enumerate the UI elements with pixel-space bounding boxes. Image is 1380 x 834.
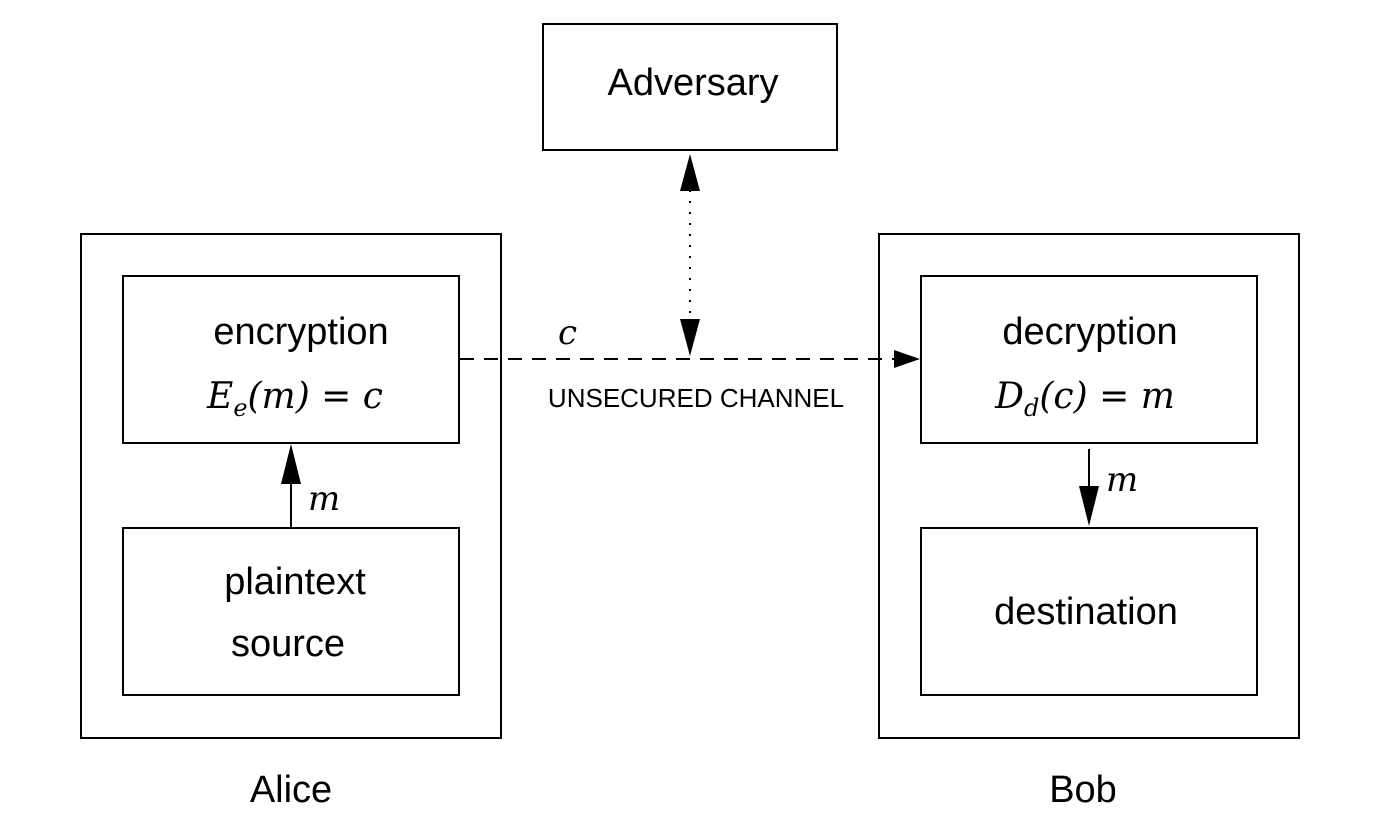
unsecured-channel: c UNSECURED CHANNEL: [460, 313, 920, 413]
bob-arrow-label: m: [1106, 460, 1138, 500]
destination-box: [920, 527, 1258, 696]
decryption-rest: (c) = m: [1039, 376, 1174, 417]
decryption-label: decryption: [1002, 311, 1177, 353]
adversary-node: Adversary: [542, 23, 838, 151]
bob-group: decryption Dd(c) = m m destination Bob: [878, 233, 1300, 811]
source-label: source: [231, 623, 345, 665]
alice-outer-box: [80, 233, 502, 739]
decryption-func: D: [994, 376, 1024, 417]
encryption-func: E: [206, 376, 233, 417]
decryption-sub: d: [1024, 394, 1039, 422]
encryption-formula: Ee(m) = c: [206, 376, 383, 422]
arrowhead-right-icon: [894, 350, 920, 368]
encryption-sub: e: [233, 394, 247, 422]
plaintext-label: plaintext: [224, 561, 366, 603]
encryption-box: [122, 275, 460, 444]
arrowhead-down-icon: [680, 319, 700, 356]
adversary-label: Adversary: [607, 62, 778, 104]
bob-label: Bob: [1049, 769, 1117, 811]
channel-symbol: c: [558, 313, 577, 353]
alice-label: Alice: [250, 769, 332, 811]
alice-group: encryption Ee(m) = c plaintext source m …: [80, 233, 502, 811]
bob-outer-box: [878, 233, 1300, 739]
arrowhead-down-icon: [1079, 486, 1099, 526]
encryption-rest: (m) = c: [248, 376, 383, 417]
channel-label: UNSECURED CHANNEL: [548, 383, 844, 413]
decryption-formula: Dd(c) = m: [994, 376, 1175, 422]
plaintext-source-box: [122, 527, 460, 696]
adversary-box: [542, 23, 838, 151]
encryption-label: encryption: [213, 311, 388, 353]
decryption-box: [920, 275, 1258, 444]
alice-arrow-label: m: [308, 479, 340, 519]
adversary-channel-arrow: [680, 154, 700, 356]
arrowhead-up-icon: [680, 154, 700, 191]
destination-label: destination: [994, 591, 1178, 633]
arrowhead-up-icon: [281, 444, 301, 484]
